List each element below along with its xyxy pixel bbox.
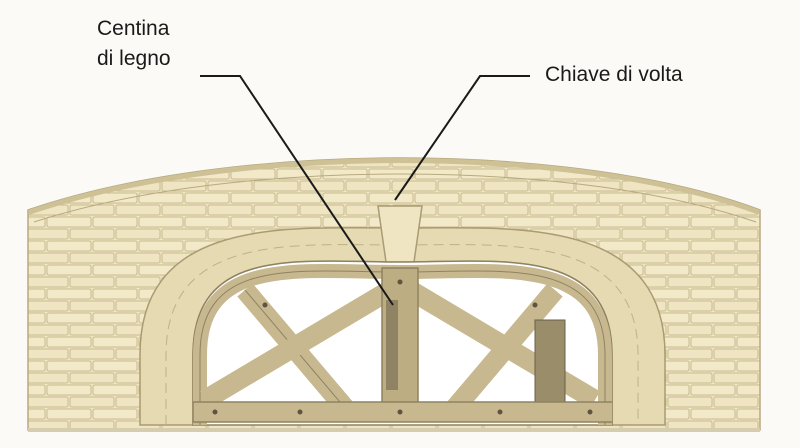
keystone xyxy=(377,205,423,263)
wooden-centering xyxy=(192,260,613,426)
centina-label-line2: di legno xyxy=(97,47,171,70)
centina-label: Centina di legno xyxy=(97,14,171,74)
ground-line xyxy=(28,428,760,432)
chiave-label: Chiave di volta xyxy=(545,63,683,86)
chiave-leader xyxy=(394,75,530,201)
centina-leader xyxy=(200,75,394,306)
leader-lines xyxy=(200,75,530,306)
centina-label-line1: Centina xyxy=(97,17,170,40)
